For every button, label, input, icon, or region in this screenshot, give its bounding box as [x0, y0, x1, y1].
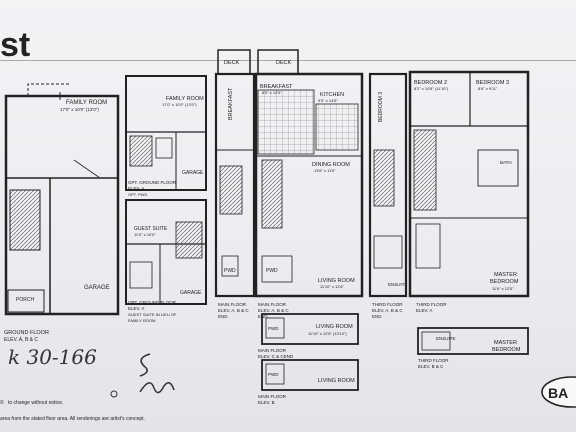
third-b-c-ensuite-label: ENSUITE	[436, 336, 456, 341]
third-b-c-bedroom-label: BEDROOM	[492, 347, 521, 353]
dining-room-dims: 13'6" x 11'6"	[314, 168, 336, 173]
end-caption-line1: MAIN FLOOR	[218, 302, 247, 307]
opt-family-room-dims: 17'0" x 10'0" (13'0")	[162, 102, 197, 107]
main-breakfast-label: BREAKFAST	[260, 84, 293, 90]
end-caption-line3: END	[218, 314, 228, 319]
third-b-c-master-label: MASTER	[494, 340, 517, 346]
main-caption-line2: ELEV. A, B & C	[258, 308, 289, 313]
elev-c-living-room-label: LIVING ROOM	[316, 324, 353, 330]
elev-c-caption-line2: ELEV. C & CEND	[258, 354, 294, 359]
third-caption-line2: ELEV. A	[416, 308, 432, 313]
opt-family-room-label: FAMILY ROOM	[166, 96, 204, 102]
bath-label: BATH	[500, 160, 512, 165]
main-caption-line1: MAIN FLOOR	[258, 302, 287, 307]
third-caption-line1: THIRD FLOOR	[416, 302, 447, 307]
main-floor-end-plan	[214, 49, 256, 298]
handwritten-mark	[139, 353, 151, 377]
builder-logo	[541, 376, 576, 408]
dining-room-label: DINING ROOM	[312, 162, 350, 168]
master-bedroom-dims: 11'6" x 12'5"	[492, 286, 514, 291]
elev-b-living-room-label: LIVING ROOM	[318, 378, 355, 384]
third-end-ensuite-label: ENSUITE	[388, 282, 408, 287]
elev-b-caption-line2: ELEV. B	[258, 400, 275, 405]
ground-family-room-dims: 17'0" x 10'0" (13'0")	[60, 107, 99, 112]
kitchen-label: KITCHEN	[320, 92, 344, 98]
opt-ground-floor-plan	[125, 75, 207, 191]
ground-floor-plan	[4, 83, 120, 316]
handwritten-note: k 30-166	[8, 345, 97, 369]
bedroom2-label: BEDROOM 2	[414, 80, 447, 86]
third-floor-plan	[408, 70, 530, 298]
elev-b-caption-line1: MAIN FLOOR	[258, 394, 287, 399]
main-caption-line3: END	[258, 314, 268, 319]
opt-caption-line1: OPT. GROUND FLOOR	[128, 180, 177, 185]
guest-caption-line1: OPT. GROUND FLOOR	[128, 300, 177, 305]
main-breakfast-dims: 8'0" x 12'5"	[262, 90, 282, 95]
elev-c-pwd-label: PWD	[268, 326, 279, 331]
third-end-caption-line3: END	[372, 314, 382, 319]
main-deck-label: DECK	[276, 60, 292, 66]
handwritten-signature	[139, 382, 175, 394]
ground-garage-label: GARAGE	[84, 285, 110, 291]
main-floor-elev-b-plan	[261, 359, 359, 391]
elev-c-caption-line1: MAIN FLOOR	[258, 348, 287, 353]
ground-family-room-label: FAMILY ROOM	[66, 100, 107, 106]
third-b-c-caption-line1: THIRD FLOOR	[418, 358, 449, 363]
master-bedroom-label2: BEDROOM	[490, 279, 519, 285]
handwritten-circle	[110, 390, 118, 398]
guest-caption-line2: ELEV. A	[128, 306, 144, 311]
bedroom3-dims: 8'6" x 9'11"	[478, 86, 498, 91]
master-bedroom-label: MASTER	[494, 272, 517, 278]
guest-suite-dims: 11'0" x 10'0"	[134, 232, 156, 237]
third-floor-end-plan	[368, 72, 408, 298]
end-pwd-label: PWD	[224, 268, 236, 274]
bedroom2-dims: 8'2" x 10'8" (11'10")	[414, 86, 449, 91]
bedroom3-label: BEDROOM 3	[476, 80, 509, 86]
heading-fragment: st	[0, 26, 30, 64]
opt-guest-suite-plan	[125, 199, 207, 305]
guest-caption-line3: GUEST SUITE IN LIEU OF	[128, 312, 177, 317]
elev-b-pwd-label: PWD	[268, 372, 279, 377]
opt-caption-line2: ELEV. A	[128, 186, 144, 191]
copyright-mark: ©	[0, 399, 4, 406]
footer-note: area from the stated floor area. All ren…	[0, 416, 145, 422]
notice-text: to change without notice.	[8, 400, 63, 406]
ground-caption-line2: ELEV. A, B & C	[4, 337, 38, 343]
third-end-caption-line2: ELEV. A, B & C	[372, 308, 403, 313]
main-living-room-label: LIVING ROOM	[318, 278, 355, 284]
third-end-bedroom-label: BEDROOM 3	[378, 92, 384, 122]
builder-logo-text: BA	[548, 385, 568, 401]
guest-garage-label: GARAGE	[180, 290, 202, 296]
ground-caption-line1: GROUND FLOOR	[4, 330, 49, 336]
opt-garage-label: GARAGE	[182, 170, 204, 176]
elev-c-living-room-dims: 11'10" x 12'6" (13'10")	[308, 331, 347, 336]
end-breakfast-label: BREAKFAST	[228, 87, 234, 120]
opt-caption-line3: OPT. PWD	[128, 192, 147, 197]
guest-suite-label: GUEST SUITE	[134, 226, 168, 232]
main-floor-plan	[254, 49, 364, 298]
header-rule	[0, 60, 576, 61]
third-b-c-caption-line2: ELEV. B & C	[418, 364, 444, 369]
main-floor-elev-c-plan	[261, 313, 359, 345]
main-pwd-label: PWD	[266, 268, 278, 274]
main-living-room-dims: 11'10" x 12'6"	[320, 284, 344, 289]
end-caption-line2: ELEV. A, B & C	[218, 308, 249, 313]
ground-porch-label: PORCH	[16, 297, 34, 303]
kitchen-dims: 9'0" x 14'6"	[318, 98, 338, 103]
third-end-caption-line1: THIRD FLOOR	[372, 302, 403, 307]
end-deck-label: DECK	[224, 60, 240, 66]
third-floor-b-c-plan	[417, 327, 529, 355]
guest-caption-line4: FAMILY ROOM	[128, 318, 155, 323]
